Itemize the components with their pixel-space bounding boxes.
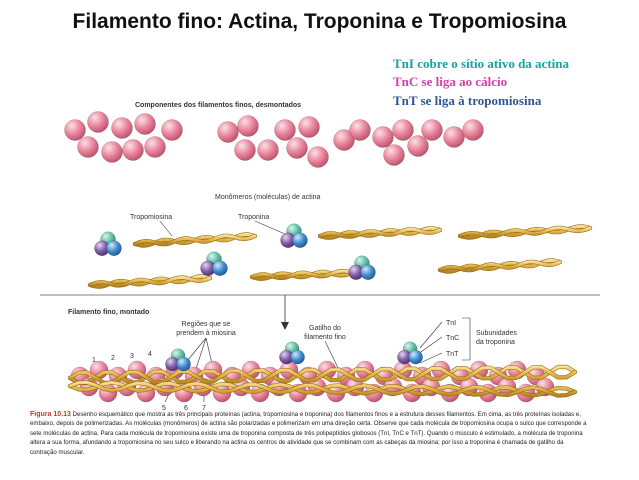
tnt-subunit [292,232,308,248]
tropomyosin-strand [437,258,563,274]
actin-monomer [122,139,144,161]
assembled-thin-filament [67,341,578,403]
actin-monomer [274,119,296,141]
label-components: Componentes dos filamentos finos, desmon… [135,102,301,109]
label-myosin-regions-2: prendem à miosina [176,330,236,337]
troponin-complex [397,341,423,365]
actin-monomer [217,121,239,143]
troponin-complex [279,341,305,365]
actin-monomer [161,119,183,141]
troponin-complex [280,223,308,248]
tnt-subunit [106,240,122,256]
tropomyosin-strand [457,224,593,240]
label-tni-small: TnI [446,320,456,327]
legend-tnt: TnT se liga à tropomiosina [393,93,542,108]
label-n1: 1 [92,357,96,364]
troponin-complex [200,251,228,276]
label-tropomyosin: Tropomiosina [130,214,172,221]
actin-monomer [237,115,259,137]
legend-tnc: TnC se liga ao cálcio [393,74,508,89]
label-subunits-1: Subunidades [476,330,517,337]
troponin-complex [348,255,376,280]
tropomyosin-strand [317,226,443,240]
label-n7: 7 [202,405,206,412]
caption-text: Desenho esquemático que mostra as três p… [30,411,587,456]
actin-monomer [462,119,484,141]
label-myosin-regions-1: Regiões que se [182,321,231,328]
tnt-subunit [290,349,305,365]
label-subunits-2: da troponina [476,339,515,346]
actin-monomer [307,146,329,168]
actin-monomer [349,119,371,141]
tnt-subunit [360,264,376,280]
actin-monomer [392,119,414,141]
tnt-subunit [212,260,228,276]
troponin-complex [165,348,191,372]
actin-monomer [333,129,355,151]
label-troponin: Troponina [238,214,269,221]
legend-tni: TnI cobre o sítio ativo da actina [393,56,569,71]
label-n4: 4 [148,351,152,358]
actin-monomer [383,144,405,166]
label-n2: 2 [111,355,115,362]
actin-monomer [64,119,86,141]
figure-caption: Figura 10.13 Desenho esquemático que mos… [30,410,590,457]
tropomyosin-strand [87,274,213,289]
label-n5: 5 [162,405,166,412]
actin-monomer [111,117,133,139]
actin-monomer [443,126,465,148]
actin-monomer [407,135,429,157]
figure-number: Figura 10.13 [30,411,71,418]
actin-monomer [77,136,99,158]
actin-monomer [87,111,109,133]
label-n6: 6 [184,405,188,412]
troponin-complexes [94,223,376,280]
actin-monomer [421,119,443,141]
actin-monomer [286,137,308,159]
filament-tropomyosin [67,380,578,398]
actin-monomer [257,139,279,161]
filament-tropomyosin [67,364,578,386]
label-monomers: Monômeros (moléculas) de actina [215,194,321,201]
actin-monomer [372,126,394,148]
actin-monomer [144,136,166,158]
label-trigger-1: Gatilho do [309,325,341,332]
tnt-subunit [408,349,423,365]
label-tnc-small: TnC [446,335,459,342]
tropomyosin-strands [87,224,593,289]
tnt-subunit [176,356,191,372]
label-trigger-2: filamento fino [304,334,346,341]
actin-monomers [64,111,484,168]
tropomyosin-strand [132,232,258,248]
actin-monomer [134,113,156,135]
label-n3: 3 [130,353,134,360]
page-title: Filamento fino: Actina, Troponina e Trop… [72,10,567,33]
actin-monomer [101,141,123,163]
actin-monomer [298,116,320,138]
label-assembled: Filamento fino, montado [68,309,149,316]
label-tnt-small: TnT [446,351,459,358]
actin-monomer [234,139,256,161]
troponin-complex [94,231,122,256]
